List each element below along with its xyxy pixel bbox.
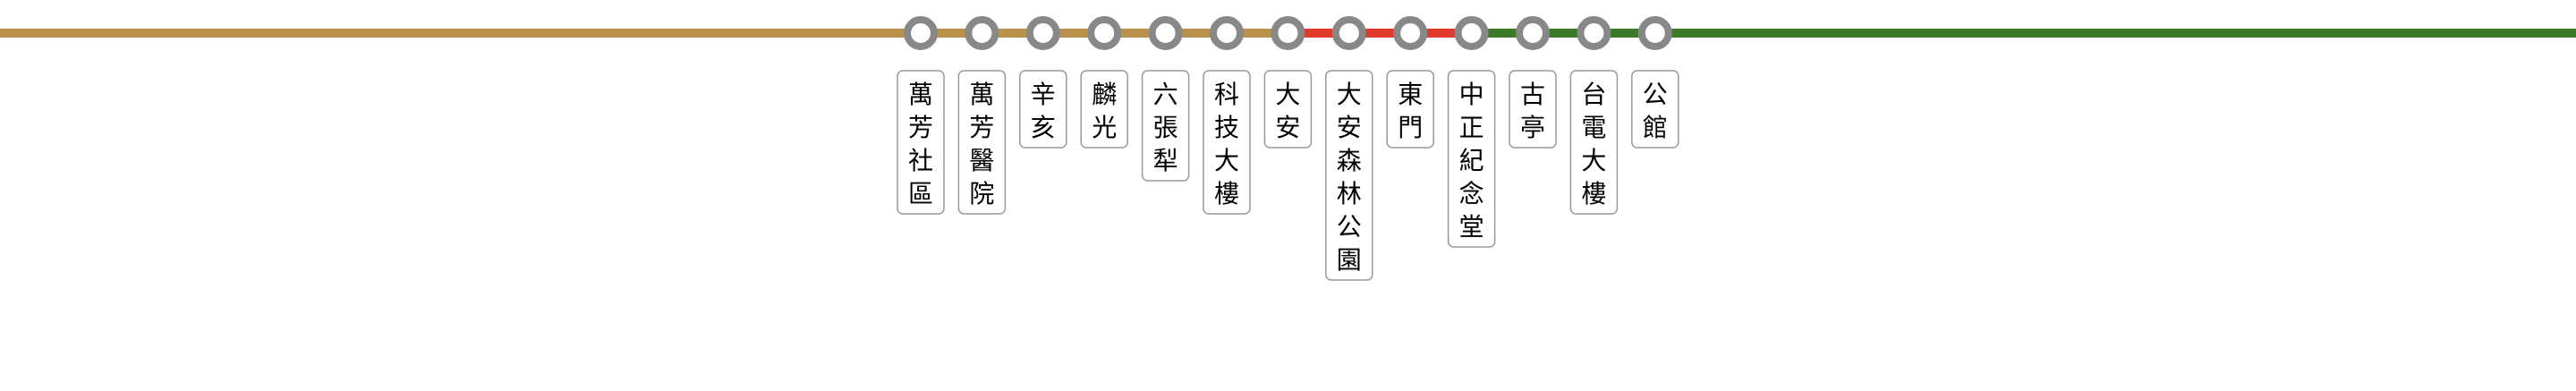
station-node[interactable] bbox=[1210, 16, 1244, 50]
station-label-box bbox=[1203, 70, 1251, 215]
station-node[interactable] bbox=[1516, 16, 1550, 50]
station-nodes bbox=[904, 16, 1672, 50]
station-label-box bbox=[1509, 70, 1557, 149]
station-circle[interactable] bbox=[1087, 16, 1122, 50]
red-line bbox=[1288, 29, 1472, 38]
station-circle[interactable] bbox=[965, 16, 999, 50]
station-label-box bbox=[1631, 70, 1679, 149]
station-name: 台電大樓 bbox=[1581, 80, 1606, 208]
green-line bbox=[1471, 29, 2576, 38]
station-name: 東門 bbox=[1398, 80, 1423, 142]
station-circle[interactable] bbox=[1637, 16, 1672, 50]
station-circle[interactable] bbox=[1454, 16, 1489, 50]
station-name: 辛亥 bbox=[1031, 80, 1056, 142]
station-label-box bbox=[1141, 70, 1190, 182]
station-node[interactable] bbox=[904, 16, 938, 50]
station-node[interactable] bbox=[1577, 16, 1611, 50]
station-name: 大安森林公園 bbox=[1337, 80, 1362, 275]
station-label[interactable]: 六張犁 bbox=[1141, 70, 1190, 182]
station-circle[interactable] bbox=[1271, 16, 1305, 50]
station-label-box bbox=[1386, 70, 1434, 149]
station-label-box bbox=[1447, 70, 1496, 248]
station-circle[interactable] bbox=[1393, 16, 1428, 50]
station-name: 科技大樓 bbox=[1214, 80, 1239, 208]
station-label-box bbox=[1569, 70, 1619, 215]
station-circle[interactable] bbox=[1331, 16, 1366, 50]
line-segments bbox=[0, 29, 2576, 38]
station-label-box bbox=[897, 70, 945, 215]
station-node[interactable] bbox=[1637, 16, 1672, 50]
station-node[interactable] bbox=[1087, 16, 1122, 50]
station-node[interactable] bbox=[1454, 16, 1489, 50]
station-node[interactable] bbox=[1271, 16, 1305, 50]
station-name: 麟光 bbox=[1092, 80, 1117, 142]
station-circle[interactable] bbox=[1516, 16, 1550, 50]
station-label-box bbox=[1080, 70, 1128, 149]
station-label-box bbox=[1019, 70, 1067, 149]
station-node[interactable] bbox=[1025, 16, 1060, 50]
station-node[interactable] bbox=[1393, 16, 1428, 50]
station-label[interactable]: 公館 bbox=[1631, 70, 1679, 149]
station-label[interactable]: 萬芳社區 bbox=[897, 70, 945, 215]
station-node[interactable] bbox=[1148, 16, 1183, 50]
station-circle[interactable] bbox=[1210, 16, 1244, 50]
station-label[interactable]: 辛亥 bbox=[1019, 70, 1067, 149]
station-node[interactable] bbox=[965, 16, 999, 50]
station-label-box bbox=[1325, 70, 1373, 281]
station-label-box bbox=[1263, 70, 1313, 149]
station-label[interactable]: 東門 bbox=[1386, 70, 1434, 149]
station-name: 中正紀念堂 bbox=[1459, 80, 1484, 242]
station-name: 古亭 bbox=[1520, 80, 1545, 142]
station-circle[interactable] bbox=[1025, 16, 1060, 50]
station-label[interactable]: 古亭 bbox=[1509, 70, 1557, 149]
station-label-box bbox=[957, 70, 1007, 215]
station-label[interactable]: 台電大樓 bbox=[1569, 70, 1619, 215]
station-label[interactable]: 中正紀念堂 bbox=[1447, 70, 1496, 248]
station-name: 萬芳社區 bbox=[908, 80, 933, 208]
station-name: 公館 bbox=[1643, 80, 1668, 142]
station-circle[interactable] bbox=[1577, 16, 1611, 50]
station-circle[interactable] bbox=[904, 16, 938, 50]
station-name: 大安 bbox=[1275, 80, 1300, 142]
station-label[interactable]: 萬芳醫院 bbox=[957, 70, 1007, 215]
station-circle[interactable] bbox=[1148, 16, 1183, 50]
station-label[interactable]: 大安森林公園 bbox=[1325, 70, 1373, 281]
station-name: 萬芳醫院 bbox=[969, 80, 994, 208]
station-label[interactable]: 科技大樓 bbox=[1203, 70, 1251, 215]
station-node[interactable] bbox=[1331, 16, 1366, 50]
brown-line bbox=[0, 29, 1288, 38]
station-label[interactable]: 大安 bbox=[1263, 70, 1313, 149]
station-label[interactable]: 麟光 bbox=[1080, 70, 1128, 149]
station-name: 六張犁 bbox=[1153, 80, 1178, 175]
